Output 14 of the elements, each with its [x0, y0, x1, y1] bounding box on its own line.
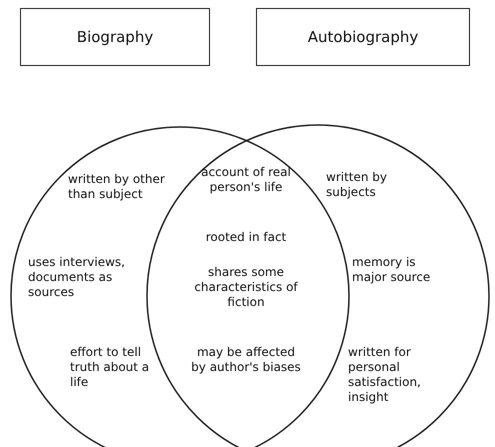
trait-text: effort to tell truth about a life: [70, 345, 150, 390]
trait-text: memory is major source: [352, 255, 432, 285]
heading-text: Autobiography: [308, 28, 418, 46]
shared-trait-text: rooted in fact: [204, 230, 288, 245]
trait-text: written by subjects: [326, 170, 388, 200]
heading-box: [20, 8, 210, 66]
heading-box: [256, 8, 470, 66]
trait-text: written by other than subject: [68, 172, 166, 202]
shared-trait-text: may be affected by author's biases: [190, 345, 302, 375]
trait-text: uses interviews, documents as sources: [28, 255, 126, 300]
trait-text: written for personal satisfaction, insight: [348, 345, 422, 405]
heading-text: Biography: [76, 28, 154, 46]
shared-trait-text: shares some characteristics of fiction: [193, 265, 299, 310]
shared-trait-text: account of real person's life: [200, 165, 292, 195]
